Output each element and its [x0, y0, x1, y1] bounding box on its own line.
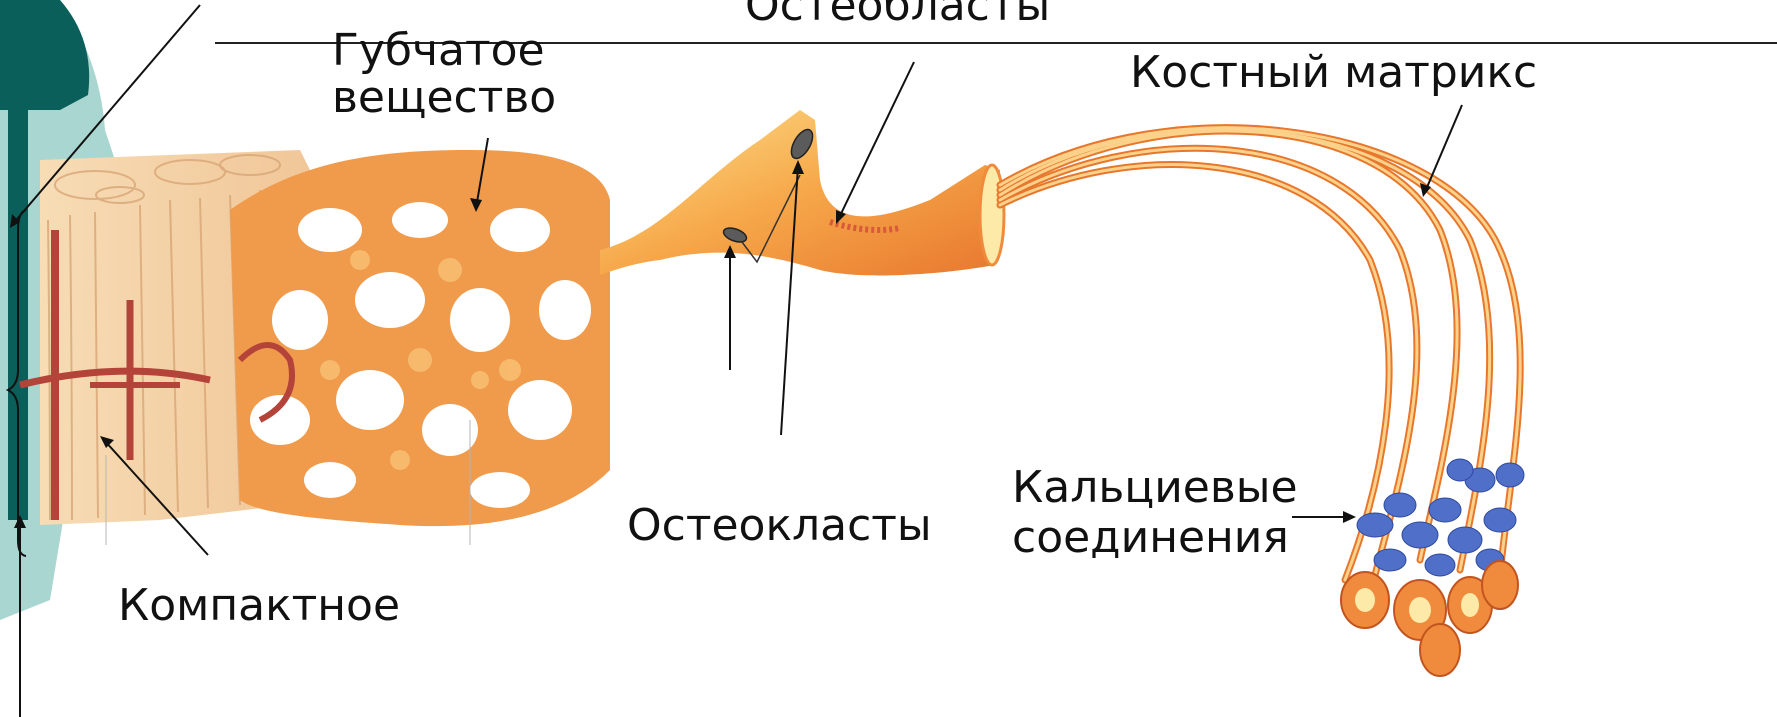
label-calcium-line2: соединения — [1012, 512, 1289, 564]
label-spongy-line2: вещество — [332, 72, 556, 124]
label-spongy-line1: Губчатое — [332, 25, 545, 77]
pointer-bone-matrix — [1425, 105, 1462, 192]
label-osteoclasts: Остеокласты — [627, 500, 932, 552]
label-osteoblasts: Остеобласты — [745, 0, 1050, 32]
spongy-bone-network — [230, 150, 610, 526]
label-calcium-line1: Кальциевые — [1012, 462, 1298, 514]
arrowhead-calcium — [1343, 511, 1356, 523]
pointer-osteoblasts — [838, 62, 914, 220]
label-compact-line1: Компактное — [118, 580, 400, 632]
label-bone-matrix: Костный матрикс — [1130, 47, 1537, 99]
